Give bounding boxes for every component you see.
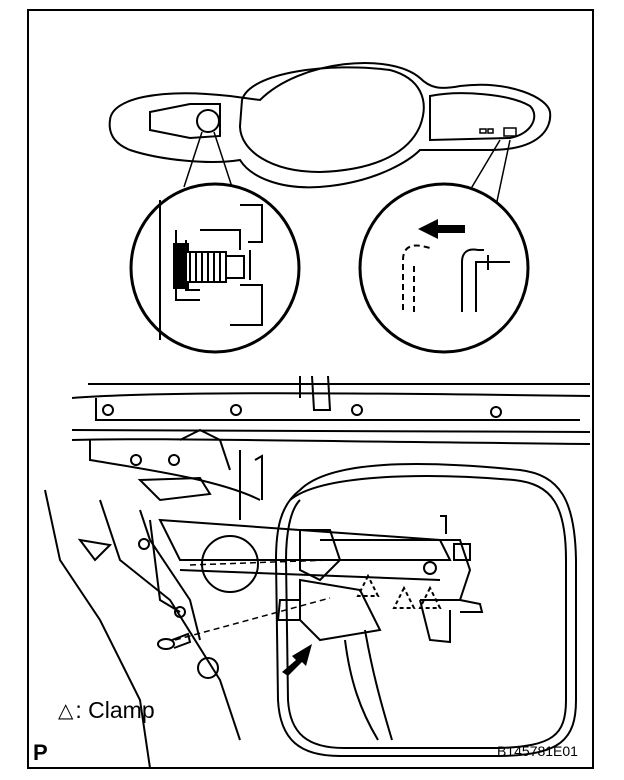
handle-frame-assembly xyxy=(137,476,484,741)
figure-border xyxy=(27,9,594,769)
corner-label: P xyxy=(33,740,48,765)
legend-text: : Clamp xyxy=(75,697,155,723)
legend: △ : Clamp xyxy=(58,699,155,722)
clamp-symbol-icon: △ xyxy=(58,699,74,722)
bolt xyxy=(157,632,192,650)
door-handle-outline xyxy=(108,62,552,189)
frame-dashed-lines xyxy=(174,559,331,641)
figure-code: B145781E01 xyxy=(497,743,578,759)
door-opening xyxy=(274,463,577,757)
arrow-icon xyxy=(282,644,312,676)
triangle-dotted-icon xyxy=(392,585,416,609)
clip-detail-circle xyxy=(358,182,530,354)
triangle-dotted-icon xyxy=(418,585,442,609)
clamp-markers xyxy=(356,573,442,609)
screw-detail-circle xyxy=(129,182,301,354)
small-marks xyxy=(479,127,517,137)
leader-lines xyxy=(183,131,511,207)
door-panel xyxy=(44,375,591,769)
arrow-icon xyxy=(418,219,465,239)
